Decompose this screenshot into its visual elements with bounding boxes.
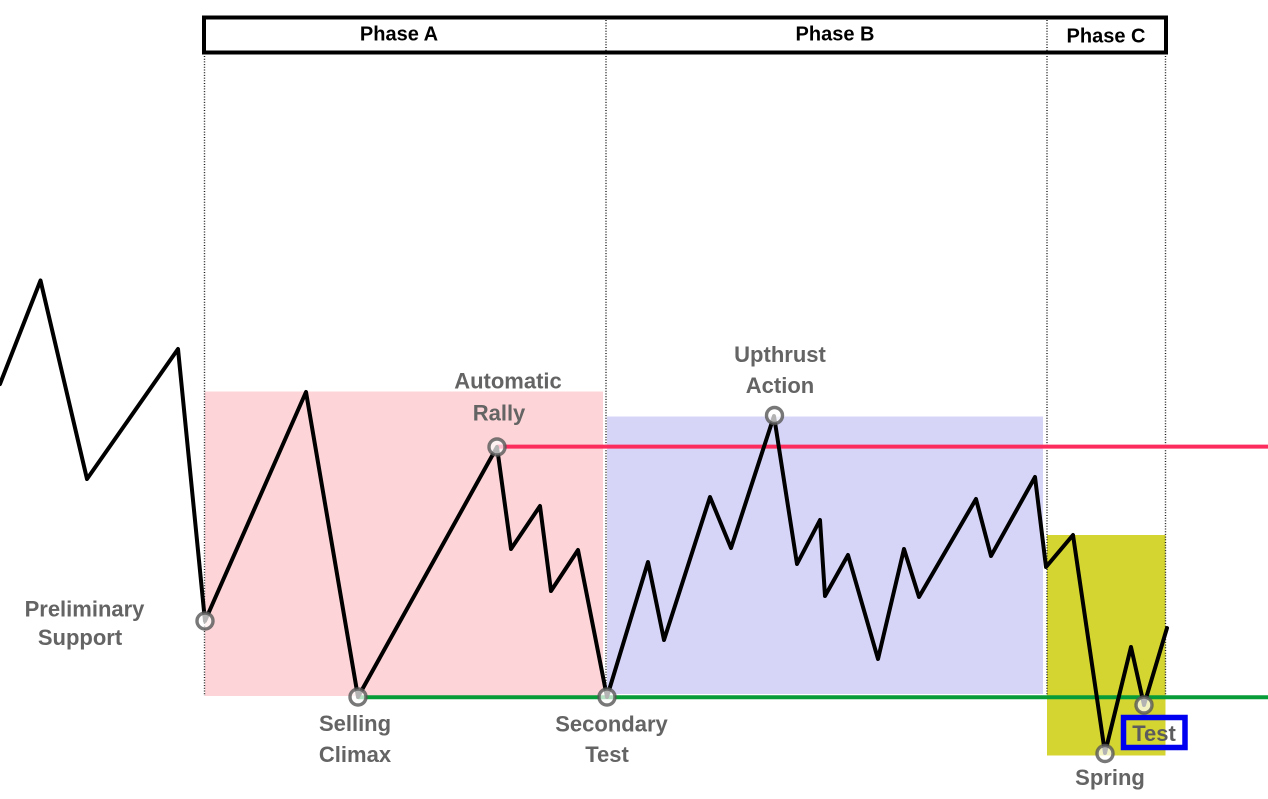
svg-text:Selling: Selling <box>319 711 391 736</box>
svg-text:Secondary: Secondary <box>555 712 668 737</box>
svg-text:Test: Test <box>1132 721 1176 746</box>
svg-text:Spring: Spring <box>1075 765 1145 790</box>
svg-text:Support: Support <box>38 625 123 650</box>
svg-text:Phase B: Phase B <box>796 24 875 46</box>
svg-text:Rally: Rally <box>473 401 526 426</box>
svg-text:Preliminary: Preliminary <box>25 597 146 622</box>
svg-text:Action: Action <box>746 373 814 398</box>
svg-text:Climax: Climax <box>319 742 392 767</box>
svg-text:Phase A: Phase A <box>360 24 438 46</box>
svg-text:Phase C: Phase C <box>1067 26 1146 48</box>
svg-text:Automatic: Automatic <box>454 369 562 394</box>
svg-text:Test: Test <box>585 742 629 767</box>
svg-text:Upthrust: Upthrust <box>734 342 826 367</box>
